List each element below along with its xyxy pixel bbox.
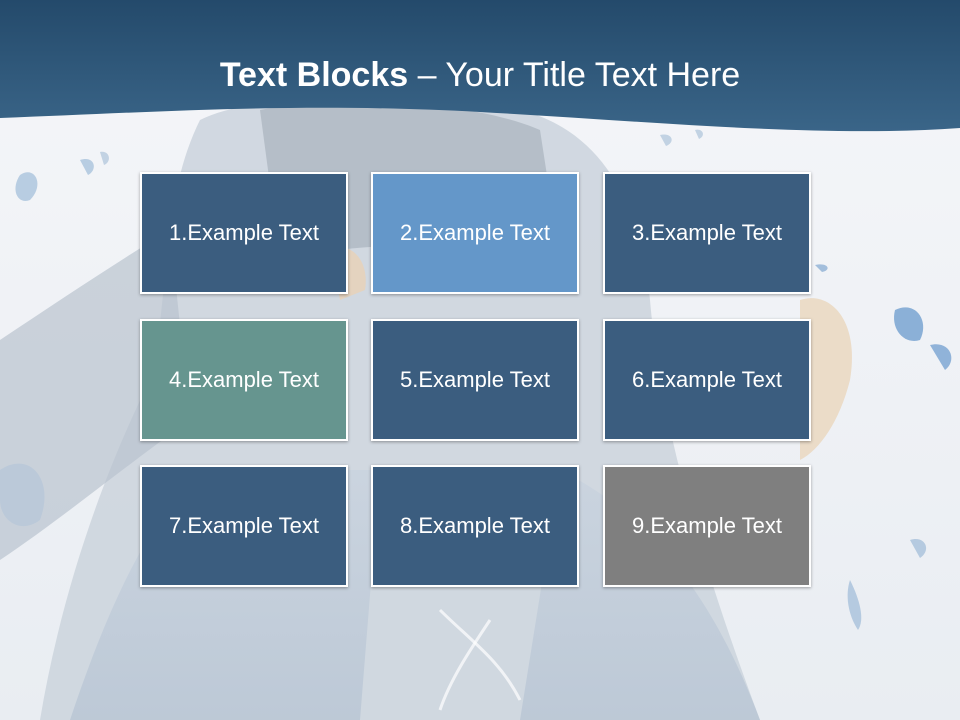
text-block-2: 2.Example Text (371, 172, 579, 294)
slide-title: Text Blocks – Your Title Text Here (0, 54, 960, 96)
text-block-4: 4.Example Text (140, 319, 348, 441)
text-block-6: 6.Example Text (603, 319, 811, 441)
text-block-3: 3.Example Text (603, 172, 811, 294)
title-bold-part: Text Blocks (219, 56, 409, 94)
text-block-7: 7.Example Text (140, 465, 348, 587)
text-block-5: 5.Example Text (371, 319, 579, 441)
title-rest: Your Title Text Here (445, 56, 741, 94)
text-block-9: 9.Example Text (603, 465, 811, 587)
text-block-1: 1.Example Text (140, 172, 348, 294)
title-dash: – (417, 56, 437, 94)
text-block-8: 8.Example Text (371, 465, 579, 587)
